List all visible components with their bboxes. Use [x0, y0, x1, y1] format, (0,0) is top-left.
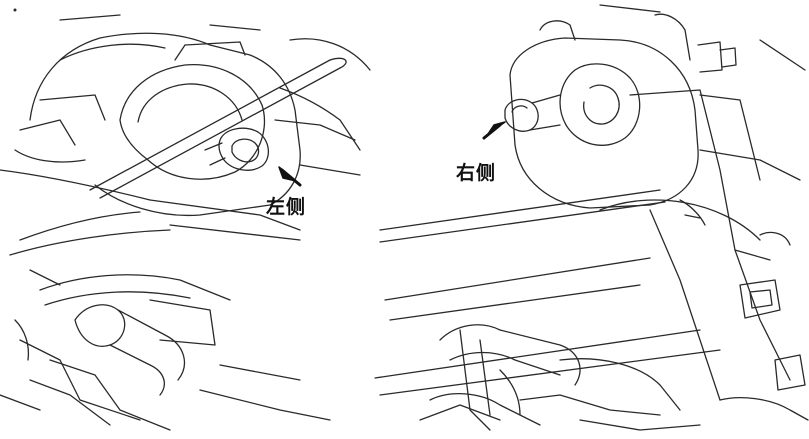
- right-arrow-shaft: [482, 123, 502, 140]
- left-side-label: 左侧: [266, 196, 307, 218]
- left-mount-assembly: [0, 14, 371, 256]
- right-side-label: 右侧: [456, 162, 497, 184]
- left-lower-hose-assembly: [0, 269, 331, 431]
- left-arrow-shaft: [280, 168, 302, 187]
- right-mount-assembly: [374, 4, 809, 431]
- speck-mark: [13, 8, 17, 12]
